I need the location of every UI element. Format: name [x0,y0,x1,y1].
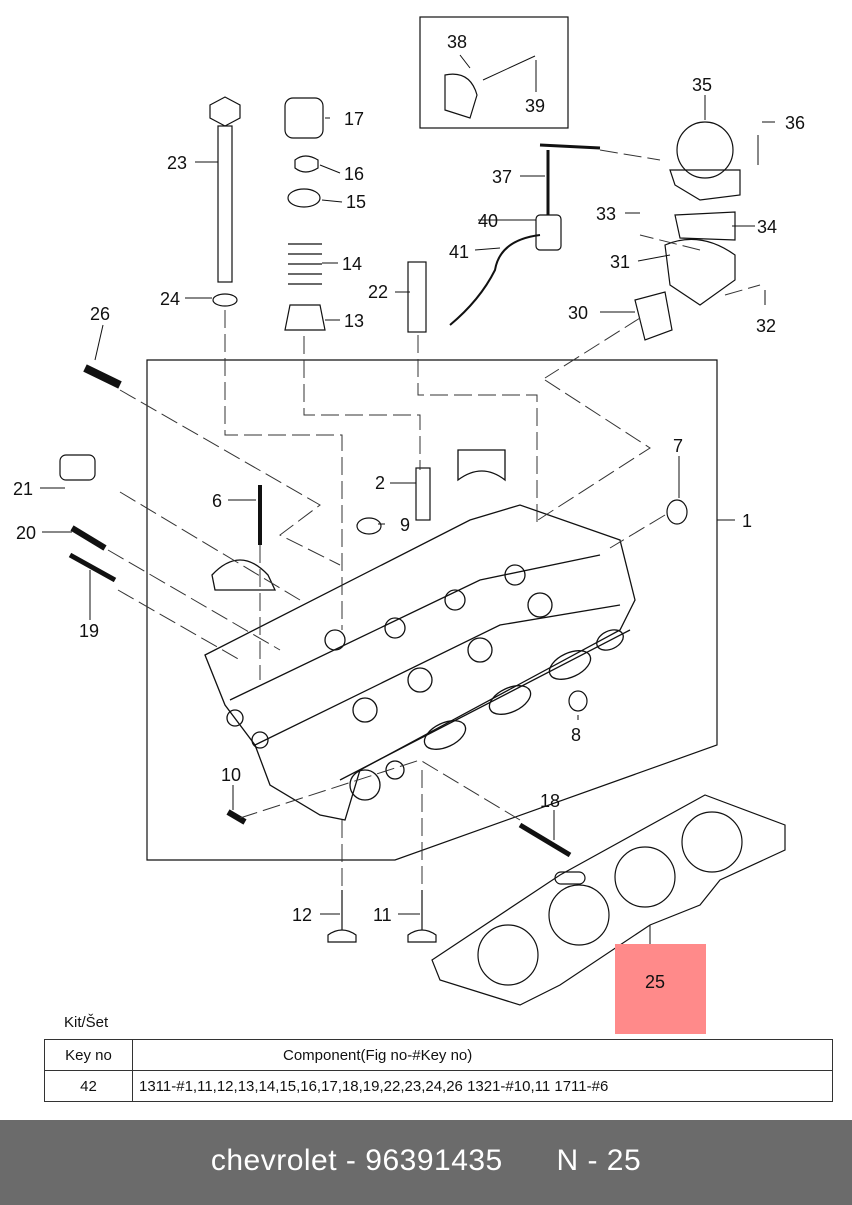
callout-21: 21 [13,479,33,499]
footer-part-number: 96391435 [365,1144,503,1177]
footer-separator: - [345,1144,357,1177]
footer-caption: chevrolet - 96391435 N - 25 [0,1144,852,1178]
callout-33: 33 [596,204,616,224]
assembly-dashed-lines [107,149,761,890]
plug-9-drawing [356,517,382,535]
callout-19: 19 [79,621,99,641]
table-row: 42 1311-#1,11,12,13,14,15,16,17,18,19,22… [44,1070,833,1102]
footer-brand: chevrolet [210,1144,338,1177]
egr-valve-drawing [444,73,741,341]
dowel-2-drawing [415,467,431,521]
callout-6: 6 [212,491,222,511]
callout-38: 38 [447,32,467,52]
sensor-21-drawing [59,454,96,481]
exploded-parts-diagram: 1 2 6 7 8 9 10 11 12 13 14 15 16 17 18 1… [13,16,805,1006]
valve-train-drawing [284,97,326,331]
plug-7-drawing [666,499,688,525]
callout-41: 41 [449,242,469,262]
callout-40: 40 [478,211,498,231]
callout-14: 14 [342,254,362,274]
footer-bar: chevrolet - 96391435 N - 25 [0,1120,852,1205]
callout-34: 34 [757,217,777,237]
spark-22-drawing [407,261,427,333]
kit-table: Key no Component(Fig no-#Key no) 42 1311… [44,1039,833,1102]
kit-header-key: Key no [44,1039,133,1071]
callout-17: 17 [344,109,364,129]
callout-23: 23 [167,153,187,173]
plug-26-drawing [83,364,122,389]
detail-box-egr-cover [419,16,569,129]
leader-lines [40,54,775,970]
callout-31: 31 [610,252,630,272]
seal-8-drawing [568,690,588,712]
callout-15: 15 [346,192,366,212]
screw-10-drawing [226,809,247,825]
callout-2: 2 [375,473,385,493]
callout-9: 9 [400,515,410,535]
callout-39: 39 [525,96,545,116]
callout-32: 32 [756,316,776,336]
stud-18-drawing [518,822,572,858]
callout-30: 30 [568,303,588,323]
callout-22: 22 [368,282,388,302]
cylinder-head-drawing [204,449,636,821]
callout-16: 16 [344,164,364,184]
kit-header-component: Component(Fig no-#Key no) [132,1039,833,1071]
callout-13: 13 [344,311,364,331]
kit-row-key: 42 [44,1070,133,1102]
valve-12-drawing [327,890,357,943]
screw-20-drawing [70,525,107,551]
head-bolt-drawing [209,96,241,307]
callout-26: 26 [90,304,110,324]
callout-24: 24 [160,289,180,309]
valve-11-drawing [407,890,437,943]
callout-12: 12 [292,905,312,925]
callout-37: 37 [492,167,512,187]
callout-7: 7 [673,436,683,456]
callout-1: 1 [742,511,752,531]
callout-18: 18 [540,791,560,811]
callout-20: 20 [16,523,36,543]
highlight-part-25 [615,944,706,1034]
callout-35: 35 [692,75,712,95]
head-gasket-drawing [431,794,786,1006]
kit-title: Kit/Šet [64,1014,109,1031]
kit-row-component: 1311-#1,11,12,13,14,15,16,17,18,19,22,23… [132,1070,833,1102]
callout-11: 11 [373,905,392,925]
cylinder-head-frame [146,359,718,861]
callout-8: 8 [571,725,581,745]
stud-19-drawing [68,552,117,583]
kit-table-header: Key no Component(Fig no-#Key no) [44,1039,833,1071]
callout-25: 25 [644,972,666,992]
callout-36: 36 [785,113,805,133]
footer-position-label: N - 25 [556,1144,642,1177]
callout-10: 10 [221,765,241,785]
